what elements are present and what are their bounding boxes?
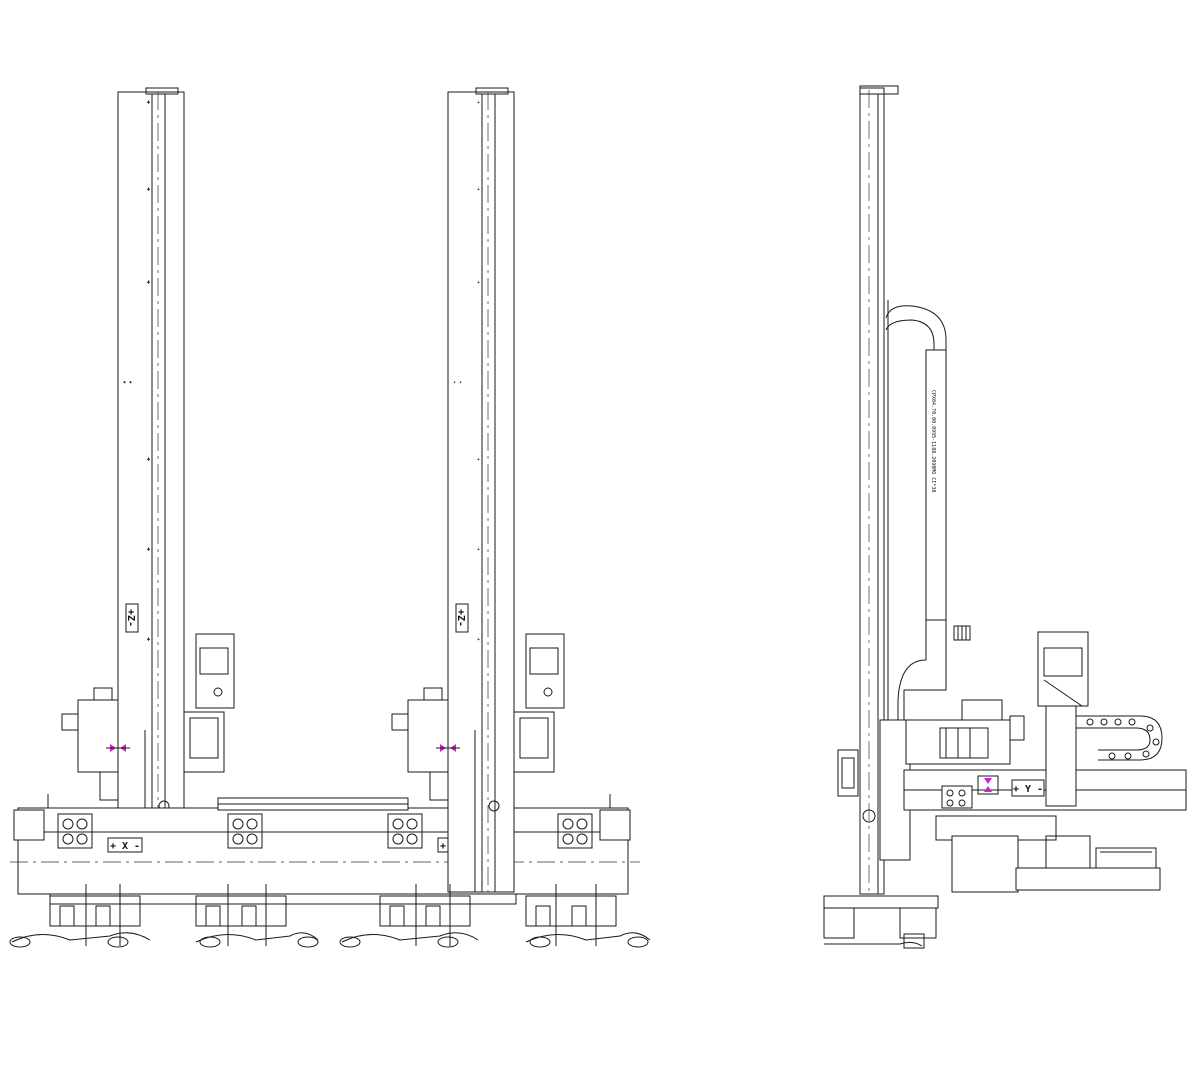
x-axis-label-left: + X - — [107, 837, 143, 853]
svg-text:+: + — [477, 637, 480, 643]
svg-text:+: + — [477, 457, 480, 463]
left-gear-motor — [77, 699, 119, 773]
front-base-beam: + X - + X - — [10, 794, 640, 905]
svg-text:+: + — [477, 280, 480, 286]
vertical-cable-carrier — [925, 349, 947, 621]
axis-origin-marker-right — [436, 744, 460, 752]
left-column-body — [117, 91, 185, 893]
svg-text:+Z-: +Z- — [125, 609, 136, 627]
right-column-body — [447, 91, 515, 893]
svg-text:• •: • • — [123, 380, 132, 386]
front-grippers — [9, 884, 651, 948]
svg-text:+ Y -: + Y - — [1013, 784, 1043, 795]
side-gripper-housing — [951, 835, 1019, 893]
svg-text:CPX04.70.00.0995-1188.2090MO C: CPX04.70.00.0995-1188.2090MO CI*30 — [930, 390, 936, 492]
svg-text:+: + — [477, 100, 480, 106]
right-column-assembly: + + + + + + • • +Z- — [391, 87, 565, 893]
svg-text:+ X -: + X - — [110, 841, 140, 852]
svg-text:+: + — [147, 100, 150, 106]
svg-text:+: + — [477, 547, 480, 553]
y-axis-label: + Y - — [1011, 779, 1045, 797]
right-gear-motor — [407, 699, 449, 773]
axis-origin-marker-side — [977, 775, 999, 795]
svg-text:+Z-: +Z- — [455, 609, 466, 627]
axis-origin-marker-left — [106, 744, 130, 752]
cable-chain-top — [885, 305, 947, 350]
svg-text:+: + — [147, 637, 150, 643]
svg-text:+: + — [147, 547, 150, 553]
side-servo-motor — [1037, 631, 1089, 707]
svg-text:+: + — [147, 280, 150, 286]
svg-text:+: + — [147, 457, 150, 463]
side-view-assembly: CPX04.70.00.0995-1188.2090MO CI*30 + Y - — [823, 85, 1187, 949]
svg-text:• •: • • — [453, 380, 462, 386]
z-axis-label-right: +Z- — [455, 603, 469, 633]
z-axis-label-left: +Z- — [125, 603, 139, 633]
svg-text:+: + — [147, 187, 150, 193]
left-column-assembly: + + + + + + • • +Z- — [61, 87, 235, 893]
svg-text:+: + — [477, 187, 480, 193]
y-drag-chain — [1076, 715, 1163, 761]
